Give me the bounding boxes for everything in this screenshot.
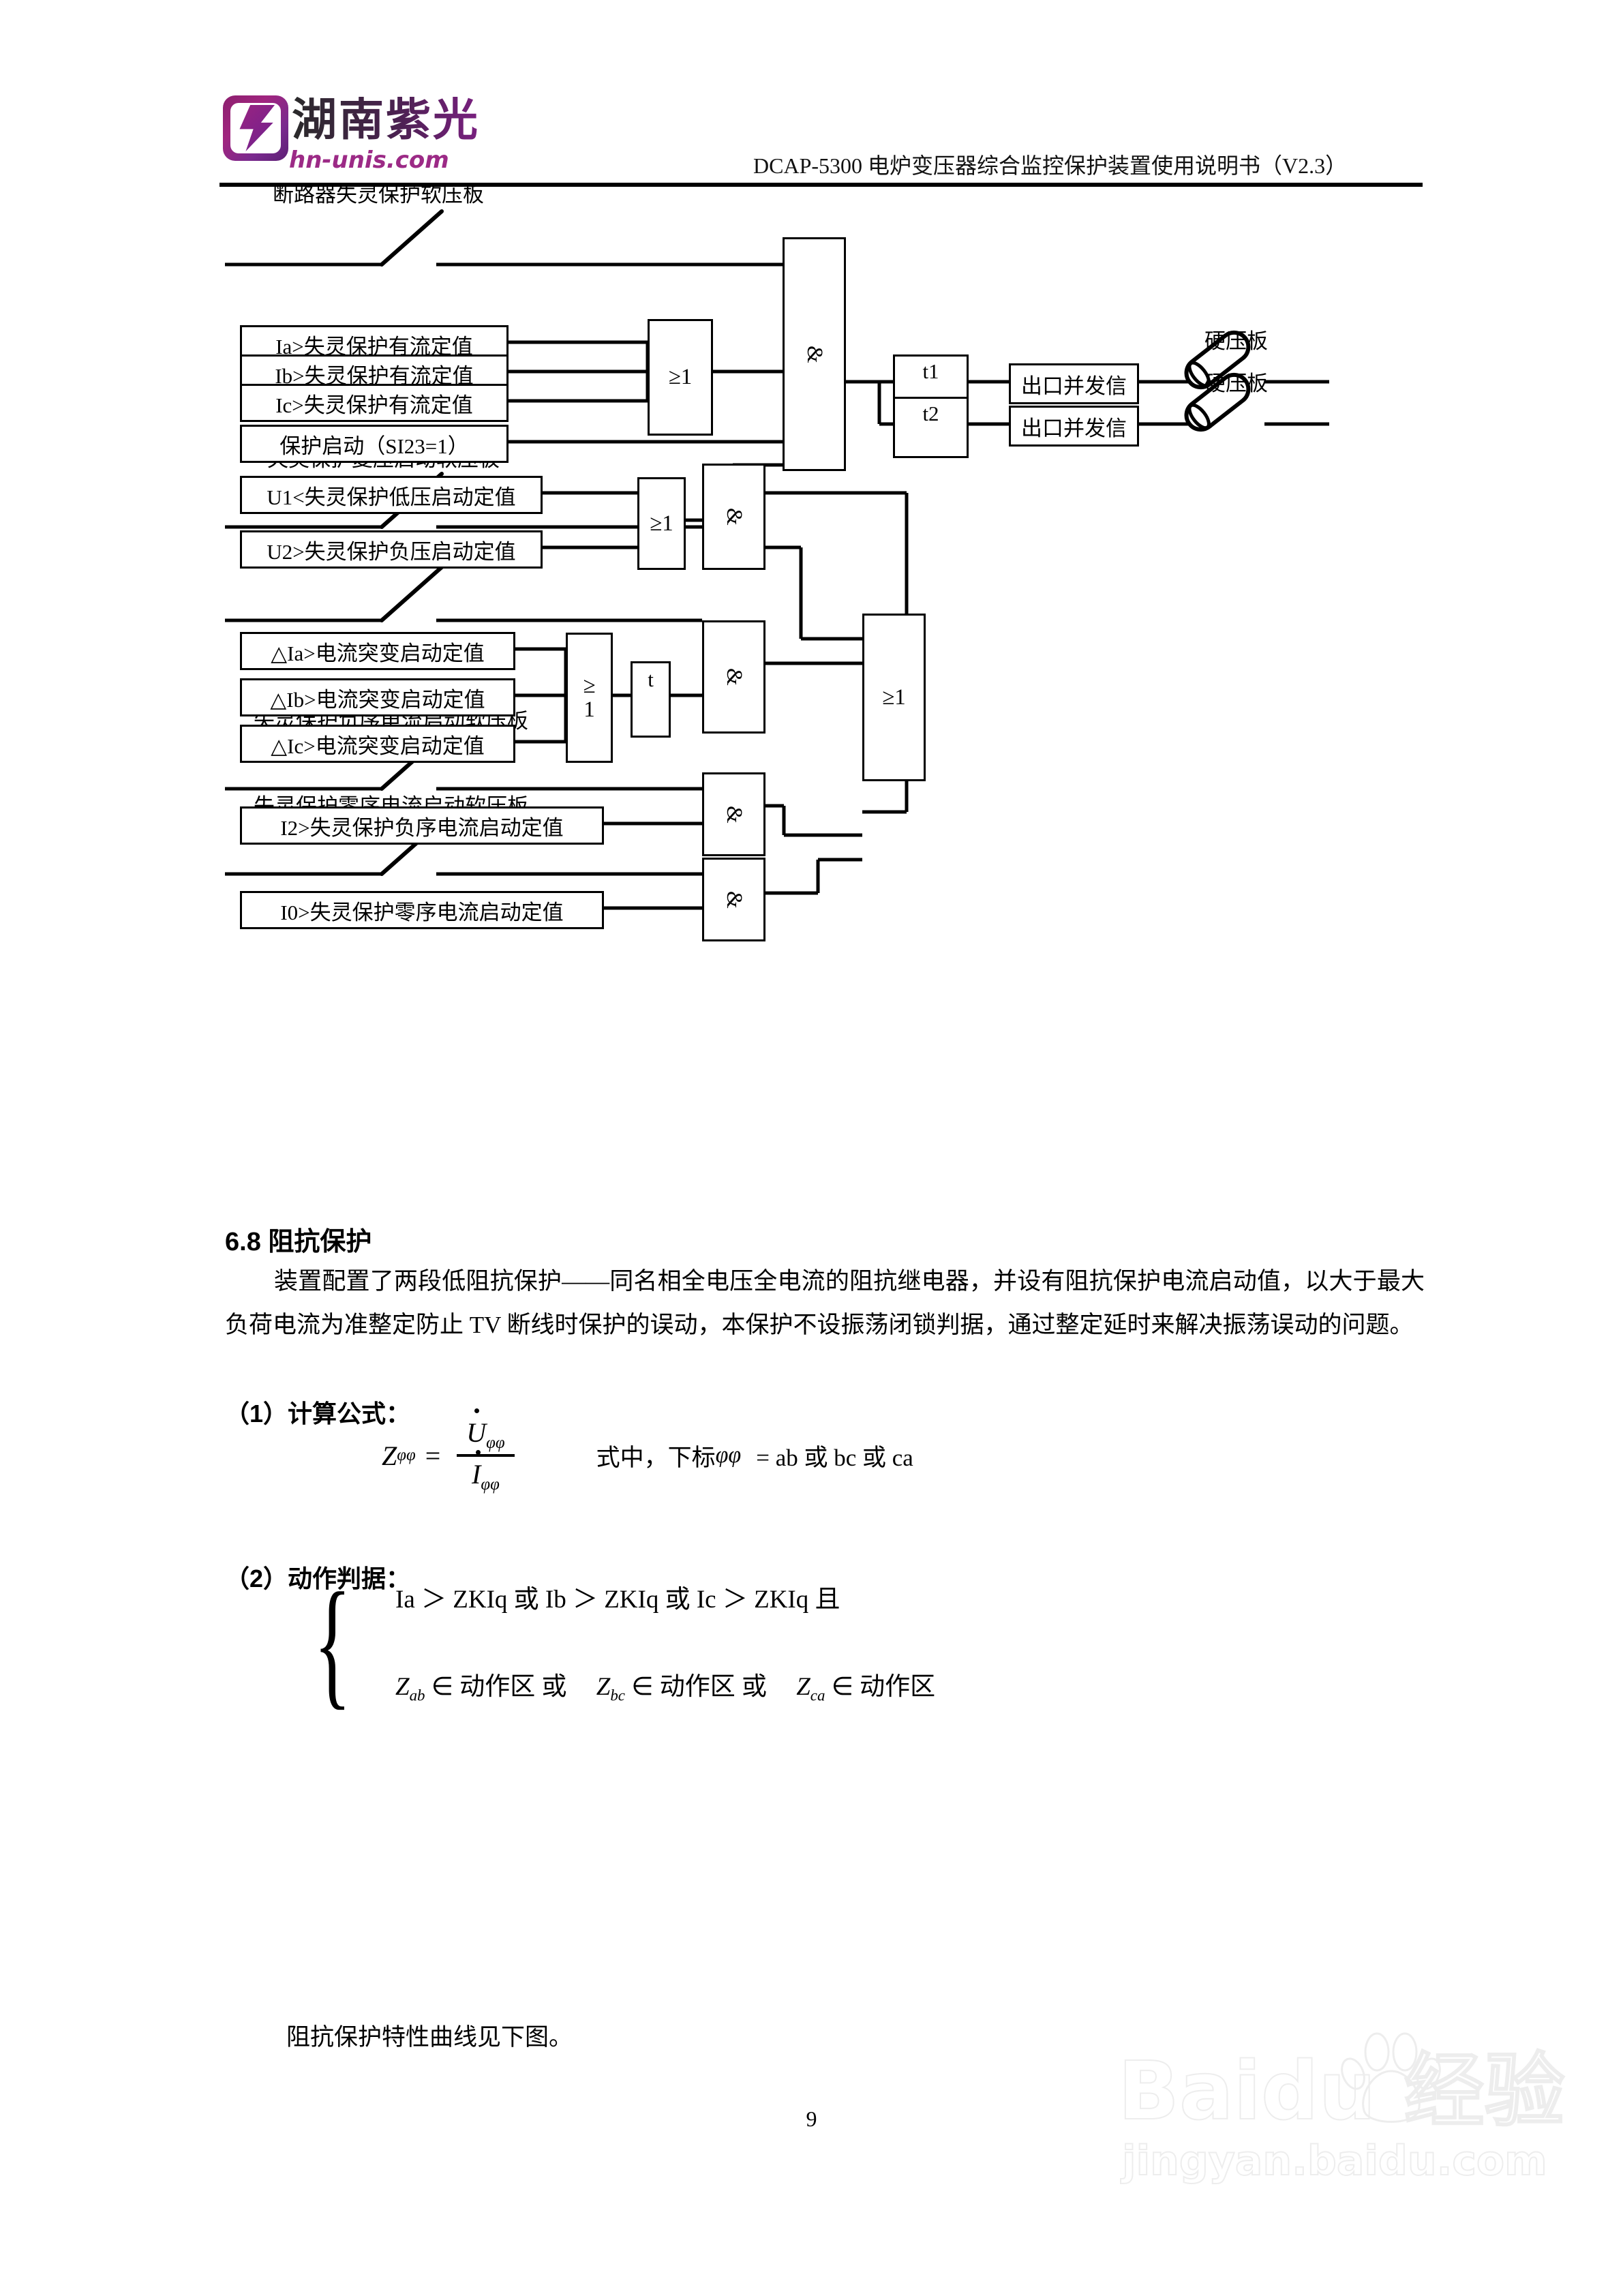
formula-note-suffix: = ab 或 bc 或 ca [756,1444,913,1471]
formula-numerator: Uφφ [466,1417,505,1452]
gate-or-final: ≥1 [862,614,926,781]
criteria-line-2: Zab ∈ 动作区 或 Zbc ∈ 动作区 或 Zca ∈ 动作区 [395,1673,936,1704]
brace-glyph: { [314,1564,352,1722]
formula-denominator: Iφφ [472,1459,500,1494]
label-hard-plate-1: 硬压板 [1204,329,1268,353]
gate-or-current-mutation: ≥ 1 [566,633,613,763]
section-paragraph: 装置配置了两段低阻抗保护——同名相全电压全电流的阻抗继电器，并设有阻抗保护电流启… [225,1268,1425,1338]
gate-and-current-mutation: & [702,620,765,734]
header-divider [219,183,1423,187]
paw-print-icon [1341,2032,1441,2123]
formula-equals: = [425,1440,441,1471]
gate-or-overcurrent: ≥1 [648,319,713,436]
box-i2-threshold: I2>失灵保护负序电流启动定值 [240,806,604,845]
hard-plate-symbol-1 [1184,330,1251,390]
box-delta-ib-threshold: △Ib>电流突变启动定值 [240,678,515,716]
page-header: 湖南紫光 hn-unis.com DCAP-5300 电炉变压器综合监控保护装置… [0,0,1623,187]
page-number: 9 [806,2106,817,2131]
label-breaker-failure-soft-plate: 断路器失灵保护软压板 [273,183,484,207]
box-output-signal-1: 出口并发信 [1009,363,1139,404]
watermark-url-text: jingyan.baidu.com [1121,2137,1548,2185]
gate-and-zero-seq: & [702,858,765,941]
company-logo-text: 湖南紫光 [292,93,480,146]
formula-z: Z [382,1440,397,1471]
section-heading: 6.8 阻抗保护 [225,1228,372,1256]
formula-fraction-bar [457,1454,515,1457]
item-2-heading: （2）动作判据： [225,1565,411,1592]
gate-or-voltage: ≥1 [637,477,686,570]
label-hard-plate-2: 硬压板 [1204,372,1268,395]
box-output-signal-2: 出口并发信 [1009,406,1139,447]
watermark-brand-text: Baidu 经验 [1117,2044,1566,2138]
formula-note-prefix: 式中，下标 [596,1444,716,1471]
box-ic-threshold: Ic>失灵保护有流定值 [240,384,509,422]
baidu-jingyan-watermark: Baidu 经验 jingyan.baidu.com [1117,2031,1566,2209]
gate-delay-t: t [631,661,671,738]
box-protection-start: 保护启动（SI23=1） [240,425,509,463]
gate-or-current-mutation-symbol: ≥ [583,673,596,698]
hard-plate-symbol-2 [1184,372,1251,432]
company-logo-icon [223,95,288,161]
formula-note-sub: φφ [715,1442,742,1468]
closing-sentence: 阻抗保护特性曲线见下图。 [286,2024,573,2051]
gate-and-negative-seq: & [702,772,765,856]
box-i0-threshold: I0>失灵保护零序电流启动定值 [240,891,604,929]
gate-and-voltage: & [702,464,765,570]
box-delta-ic-threshold: △Ic>电流突变启动定值 [240,725,515,763]
box-delta-ia-threshold: △Ia>电流突变启动定值 [240,632,515,670]
gate-and-main: & [783,237,846,471]
formula-fraction: Uφφ Iφφ [457,1415,515,1496]
criteria-line-1: Ia ＞ ZKIq 或 Ib ＞ ZKIq 或 Ic ＞ ZKIq 且 [395,1586,840,1614]
box-u1-threshold: U1<失灵保护低压启动定值 [240,476,543,514]
gate-or-current-mutation-value: 1 [583,697,595,722]
company-logo-url: hn-unis.com [289,147,449,174]
formula-z-sub: φφ [397,1446,416,1464]
box-u2-threshold: U2>失灵保护负压启动定值 [240,530,543,569]
item-1-heading: （1）计算公式： [225,1400,411,1428]
action-criteria-block: { Ia ＞ ZKIq 或 Ib ＞ ZKIq 或 Ic ＞ ZKIq 且 Za… [314,1565,1268,1735]
document-header-title: DCAP-5300 电炉变压器综合监控保护装置使用说明书（V2.3） [753,153,1348,178]
box-delay-t2: t2 [893,397,969,458]
breaker-failure-protection-logic-diagram: 断路器失灵保护软压板 失灵保护复压启动软压板 失灵保护电流突变启动软压板 失灵保… [0,184,1623,1207]
